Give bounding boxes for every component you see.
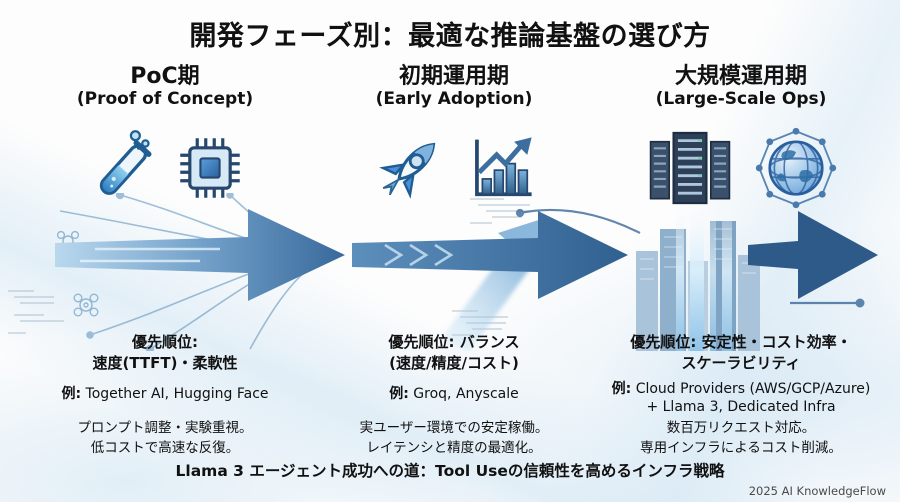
server-racks-icon	[644, 126, 736, 210]
phase-icons-large	[590, 118, 892, 218]
description-line: 数百万リクエスト対応。	[666, 420, 816, 436]
rocket-icon	[372, 130, 448, 206]
description-line: 実ユーザー環境での安定稼働。	[359, 420, 549, 436]
description-line: 低コストで高速な反復。	[90, 440, 240, 457]
phase-name-en: (Proof of Concept)	[76, 89, 254, 110]
example-label: 例:	[611, 381, 632, 397]
phase-header-early: 初期運用期 (Early Adoption)	[320, 64, 588, 111]
example-text: Groq, Anyscale	[408, 386, 519, 402]
priority-line: (速度/精度/コスト)	[389, 354, 519, 372]
description-line: 専用インフラによるコスト削減。	[640, 440, 842, 457]
examples-early: 例: Groq, Anyscale	[320, 385, 588, 403]
phase-icons-poc	[28, 118, 302, 218]
flow-arrow-diagonal	[438, 217, 548, 351]
phase-name-en: (Early Adoption)	[375, 89, 533, 110]
description-early: 実ユーザー環境での安定稼働。 レイテンシと精度の最適化。	[320, 418, 588, 459]
examples-poc: 例: Together AI, Hugging Face	[28, 385, 302, 403]
example-label: 例:	[61, 386, 82, 402]
phase-header-large: 大規模運用期 (Large-Scale Ops)	[590, 64, 892, 111]
priority-line: 優先順位: 安定性・コスト効率・	[630, 333, 852, 351]
flow-arrow-3	[748, 211, 878, 299]
priority-line: 優先順位:	[132, 333, 198, 351]
phase-name-en: (Large-Scale Ops)	[655, 89, 827, 110]
flow-arrow-band-decoration	[0, 193, 900, 351]
description-poc: プロンプト調整・実験重視。 低コストで高速な反復。	[28, 418, 302, 459]
description-line: レイテンシと精度の最適化。	[366, 440, 542, 457]
priority-line: スケーラビリティ	[681, 354, 801, 372]
priority-poc: 優先順位: 速度(TTFT)・柔軟性	[28, 332, 302, 374]
page-title: 開発フェーズ別：最適な推論基盤の選び方	[189, 21, 711, 52]
description-line: プロンプト調整・実験重視。	[77, 420, 253, 436]
flow-arrow-2	[352, 211, 628, 299]
priority-early: 優先順位: バランス (速度/精度/コスト)	[320, 332, 588, 374]
example-text-line2: + Llama 3, Dedicated Infra	[646, 399, 836, 416]
priority-line: 速度(TTFT)・柔軟性	[92, 354, 238, 372]
example-text: Cloud Providers (AWS/GCP/Azure)	[631, 381, 871, 397]
phase-name-ja: PoC期	[130, 64, 200, 89]
credit-watermark: 2025 AI KnowledgeFlow	[748, 484, 886, 498]
cpu-chip-icon	[176, 134, 244, 202]
phase-name-ja: 大規模運用期	[674, 64, 807, 89]
global-network-icon	[754, 126, 838, 210]
examples-large: 例: Cloud Providers (AWS/GCP/Azure) + Lla…	[590, 380, 892, 416]
priority-line: 優先順位: バランス	[388, 333, 520, 351]
phase-name-ja: 初期運用期	[398, 64, 509, 89]
example-label: 例:	[389, 386, 409, 402]
footer-strategy-line: Llama 3 エージェント成功への道：Tool Useの信頼性を高めるインフラ…	[175, 462, 725, 480]
priority-large: 優先順位: 安定性・コスト効率・ スケーラビリティ	[590, 332, 892, 374]
phase-icons-early	[320, 118, 588, 218]
phase-header-poc: PoC期 (Proof of Concept)	[28, 64, 302, 111]
flow-arrow-1	[55, 209, 345, 301]
chevron-streaks-decoration	[384, 243, 454, 267]
growth-chart-icon	[466, 133, 536, 203]
test-tube-icon	[86, 129, 158, 207]
description-large: 数百万リクエスト対応。 専用インフラによるコスト削減。	[590, 418, 892, 459]
city-silhouette-decoration	[636, 193, 760, 351]
example-text: Together AI, Hugging Face	[81, 386, 269, 402]
